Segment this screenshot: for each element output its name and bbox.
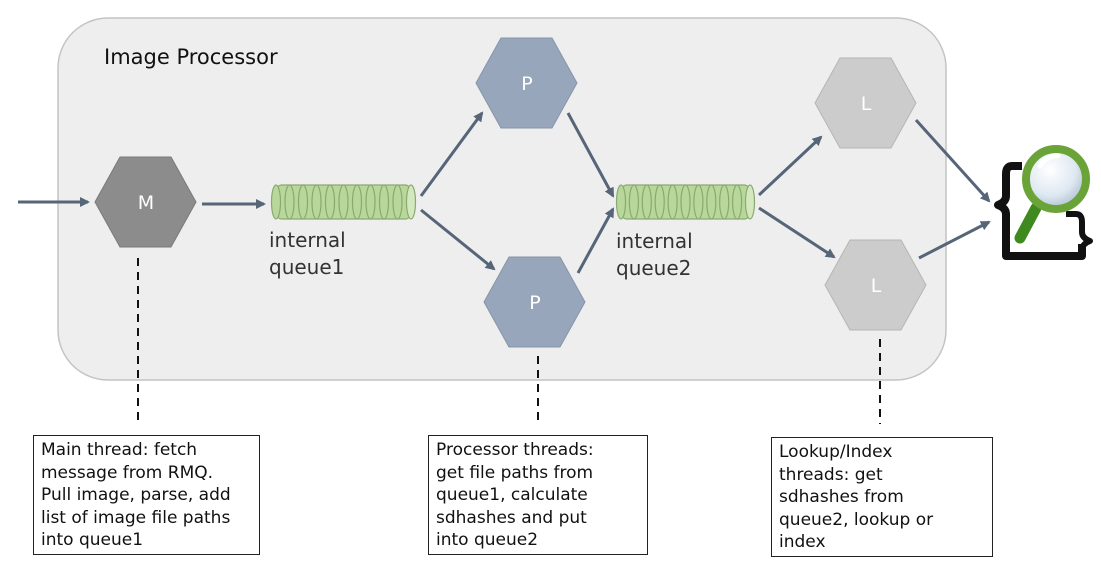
arrow-processor-bottom-to-queue2 [576, 207, 615, 274]
queue-segment [641, 184, 652, 220]
arrow-queue1-to-processor-bottom [420, 208, 496, 271]
main-thread-node: M [94, 156, 197, 248]
queue1-label-line1: internal [269, 228, 346, 252]
search-index-icon [994, 145, 1093, 260]
queue-segment [628, 184, 640, 220]
queue-segment [719, 184, 730, 220]
queue-segment [297, 184, 309, 220]
queue-segment [338, 184, 349, 220]
queue1-label-line2: queue1 [269, 255, 344, 279]
queue-segment [615, 184, 627, 220]
processor-threads-note: Processor threads: get file paths from q… [428, 435, 648, 555]
queue-segment [654, 184, 665, 220]
queue-segment [270, 184, 282, 220]
queue-segment [365, 184, 376, 220]
queue-segment [744, 184, 756, 220]
processor-thread-node-bottom: P [483, 256, 586, 348]
queue-segment [693, 184, 704, 220]
arrow-lookup-bottom-to-index [918, 220, 991, 260]
queue-segment [667, 184, 678, 220]
arrow-queue1-to-processor-top [419, 111, 484, 197]
queue2-label-line1: internal [616, 229, 693, 253]
arrow-processor-top-to-queue2 [566, 112, 615, 198]
lookup-thread-node-top: L [814, 57, 917, 149]
main-thread-note: Main thread: fetch message from RMQ. Pul… [33, 435, 260, 555]
arrow-queue2-to-lookup-bottom [758, 206, 836, 259]
arrow-lookup-top-to-index [914, 118, 991, 203]
queue-segment [392, 184, 403, 220]
lookup-threads-note: Lookup/Index threads: get sdhashes from … [771, 437, 993, 557]
queue-segment [351, 184, 363, 220]
internal-queue1 [270, 184, 417, 220]
queue2-label-line2: queue2 [616, 256, 691, 280]
image-processor-container [57, 17, 947, 381]
queue-segment [731, 184, 743, 220]
queue-segment [324, 184, 336, 220]
lookup-bottom-label: L [871, 275, 882, 297]
processor-bottom-label: P [529, 292, 540, 314]
processor-thread-node-top: P [475, 37, 578, 129]
queue-segment [378, 184, 390, 220]
lookup-top-label: L [861, 93, 872, 115]
queue-segment [680, 184, 691, 220]
lookup-thread-node-bottom: L [824, 239, 927, 331]
queue-segment [284, 184, 295, 220]
queue-segment [311, 184, 322, 220]
internal-queue2 [615, 184, 756, 220]
container-title: Image Processor [104, 45, 278, 69]
queue-segment [405, 184, 417, 220]
processor-top-label: P [521, 73, 532, 95]
queue-segment [706, 184, 717, 220]
main-node-label: M [138, 192, 154, 214]
arrow-queue2-to-lookup-top [757, 135, 823, 197]
